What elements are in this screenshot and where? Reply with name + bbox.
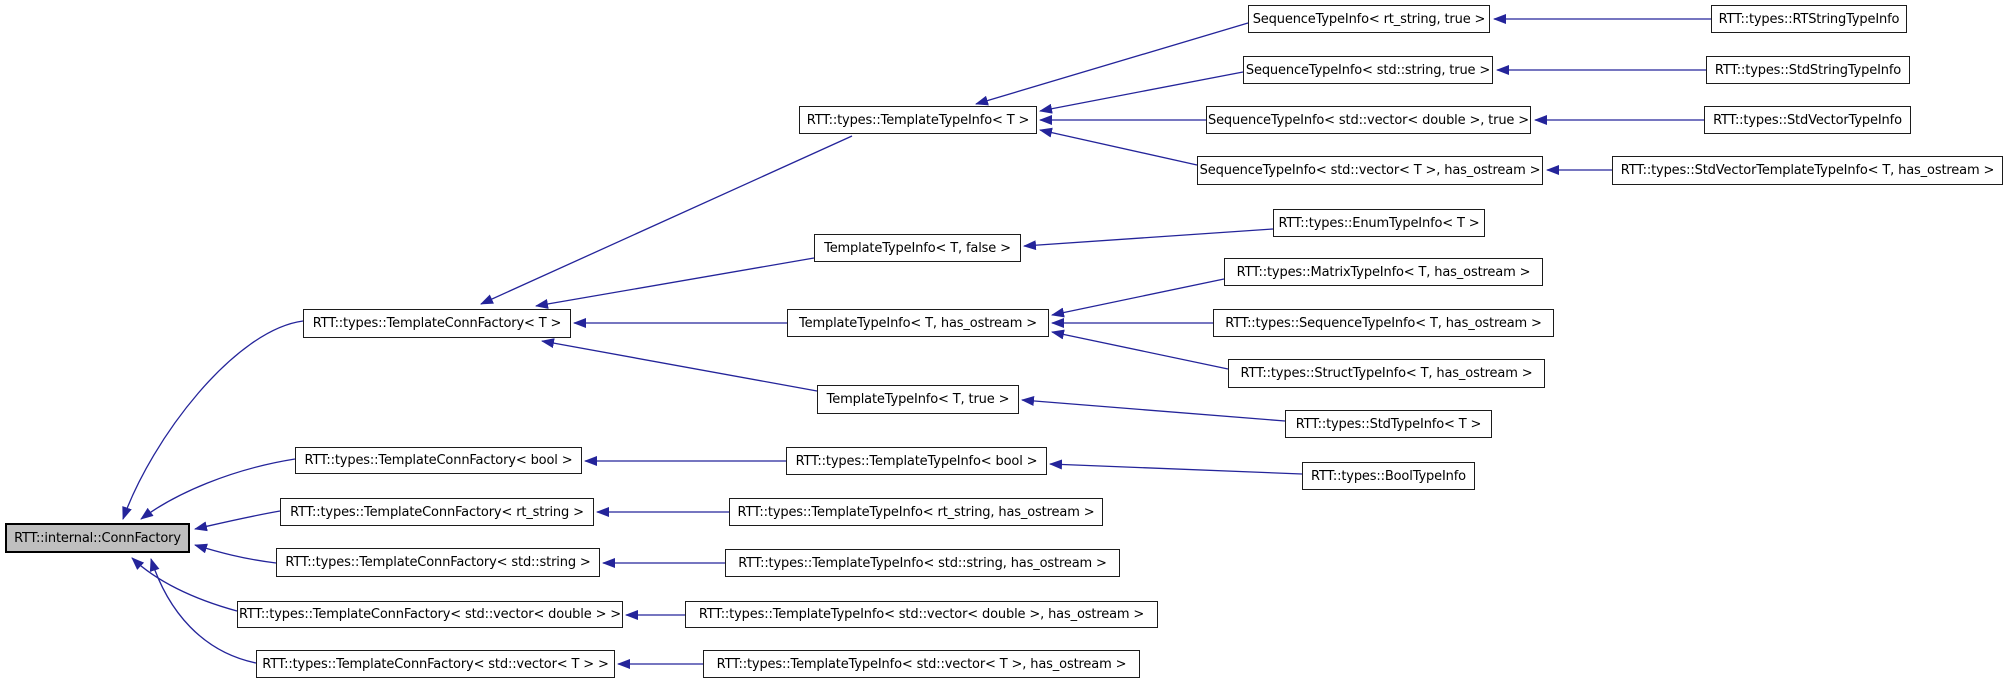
node-bool-type-info[interactable]: RTT::types::BoolTypeInfo xyxy=(1302,462,1475,490)
node-sequence-type-info-std-vector-double-true[interactable]: SequenceTypeInfo< std::vector< double >,… xyxy=(1206,106,1531,134)
node-conn-factory[interactable]: RTT::internal::ConnFactory xyxy=(5,523,190,553)
node-template-conn-factory-std-vector-t[interactable]: RTT::types::TemplateConnFactory< std::ve… xyxy=(256,650,615,678)
node-enum-type-info[interactable]: RTT::types::EnumTypeInfo< T > xyxy=(1273,209,1485,237)
node-std-string-type-info[interactable]: RTT::types::StdStringTypeInfo xyxy=(1706,56,1910,84)
node-sequence-type-info-t-has-ostream[interactable]: RTT::types::SequenceTypeInfo< T, has_ost… xyxy=(1213,309,1554,337)
node-struct-type-info[interactable]: RTT::types::StructTypeInfo< T, has_ostre… xyxy=(1228,359,1545,388)
node-std-type-info[interactable]: RTT::types::StdTypeInfo< T > xyxy=(1285,410,1492,438)
node-sequence-type-info-std-vector-t-has-ostream[interactable]: SequenceTypeInfo< std::vector< T >, has_… xyxy=(1197,156,1543,185)
node-matrix-type-info[interactable]: RTT::types::MatrixTypeInfo< T, has_ostre… xyxy=(1224,258,1543,286)
node-template-conn-factory-std-string[interactable]: RTT::types::TemplateConnFactory< std::st… xyxy=(276,548,600,577)
node-template-type-info-std-vector-double-has-ostream[interactable]: RTT::types::TemplateTypeInfo< std::vecto… xyxy=(685,601,1158,628)
node-template-conn-factory-std-vector-double[interactable]: RTT::types::TemplateConnFactory< std::ve… xyxy=(237,601,623,628)
node-std-vector-template-type-info[interactable]: RTT::types::StdVectorTemplateTypeInfo< T… xyxy=(1612,156,2003,185)
node-template-conn-factory-t[interactable]: RTT::types::TemplateConnFactory< T > xyxy=(303,309,571,338)
node-template-type-info-t-false[interactable]: TemplateTypeInfo< T, false > xyxy=(814,234,1021,262)
node-template-type-info-std-string-has-ostream[interactable]: RTT::types::TemplateTypeInfo< std::strin… xyxy=(725,549,1120,577)
node-rt-string-type-info[interactable]: RTT::types::RTStringTypeInfo xyxy=(1711,5,1907,33)
node-sequence-type-info-std-string-true[interactable]: SequenceTypeInfo< std::string, true > xyxy=(1243,56,1493,84)
node-template-conn-factory-bool[interactable]: RTT::types::TemplateConnFactory< bool > xyxy=(295,447,582,474)
node-template-conn-factory-rt-string[interactable]: RTT::types::TemplateConnFactory< rt_stri… xyxy=(280,498,594,526)
node-template-type-info-bool[interactable]: RTT::types::TemplateTypeInfo< bool > xyxy=(786,447,1047,475)
node-template-type-info-t[interactable]: RTT::types::TemplateTypeInfo< T > xyxy=(799,106,1037,134)
node-std-vector-type-info[interactable]: RTT::types::StdVectorTypeInfo xyxy=(1704,106,1911,134)
node-template-type-info-rt-string-has-ostream[interactable]: RTT::types::TemplateTypeInfo< rt_string,… xyxy=(729,498,1103,526)
node-template-type-info-std-vector-t-has-ostream[interactable]: RTT::types::TemplateTypeInfo< std::vecto… xyxy=(703,650,1140,678)
node-template-type-info-t-true[interactable]: TemplateTypeInfo< T, true > xyxy=(817,385,1019,414)
node-sequence-type-info-rt-string-true[interactable]: SequenceTypeInfo< rt_string, true > xyxy=(1248,5,1490,33)
node-template-type-info-t-has-ostream[interactable]: TemplateTypeInfo< T, has_ostream > xyxy=(787,309,1049,337)
